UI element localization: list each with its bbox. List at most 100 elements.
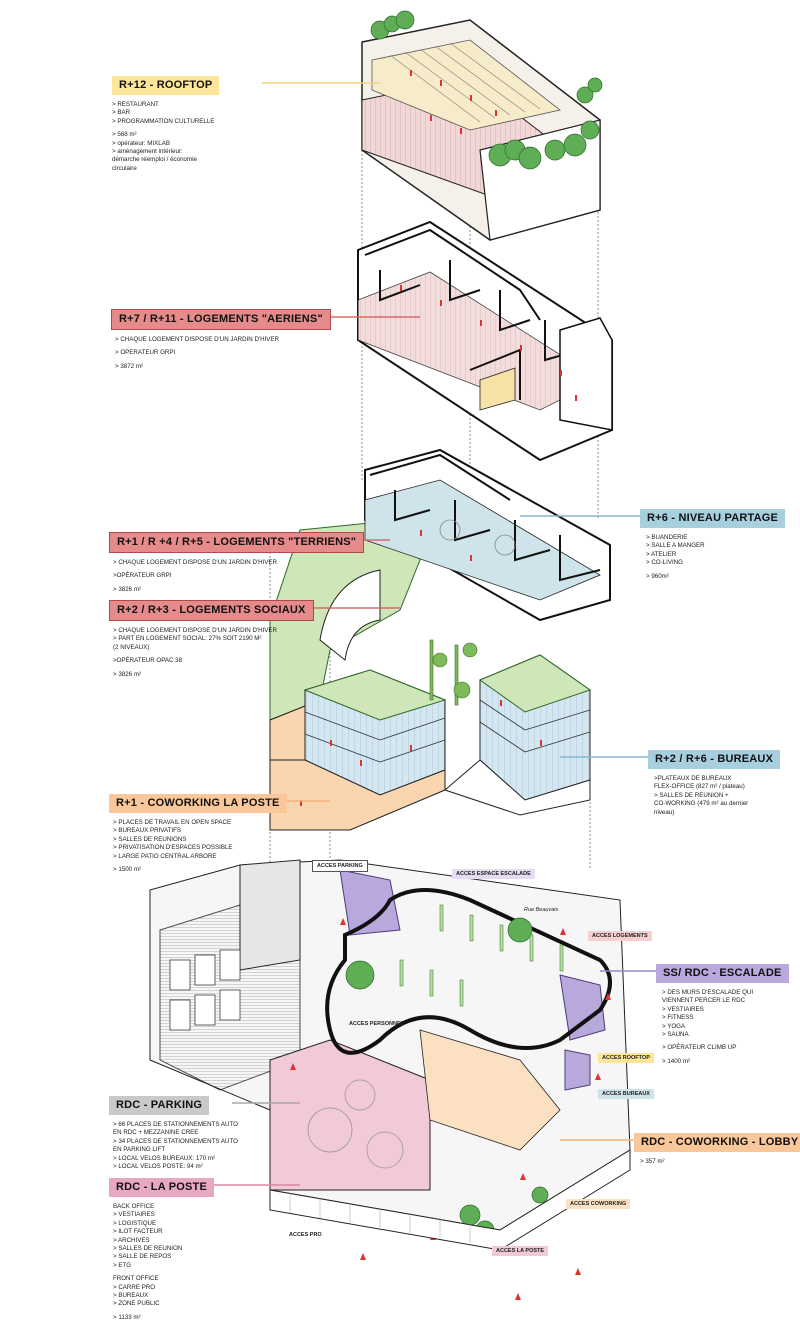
detail-line: > BUREAUX PRIVATIFS [113, 827, 182, 835]
detail-line: > SALLE DE REPOS [113, 1253, 172, 1261]
detail-line: > SAUNA [662, 1031, 689, 1039]
detail-line: > 3826 m² [113, 670, 142, 678]
ground-floor-plan [149, 859, 631, 1300]
label-acces-escalade: ACCES ESPACE ESCALADE [452, 869, 535, 879]
detail-line: VIENNENT PERCER LE RDC [662, 997, 746, 1005]
detail-line: > OPERATEUR GRPI [115, 349, 176, 357]
bureaux-title: R+2 / R+6 - BUREAUX [648, 750, 781, 769]
detail-line: > YOGA [662, 1022, 686, 1030]
detail-line: > LOGISTIQUE [113, 1219, 157, 1227]
detail-line: > RESTAURANT [112, 101, 159, 108]
coworking-lobby-title: RDC - COWORKING - LOBBY [634, 1133, 800, 1152]
label-acces-bureaux: ACCES BUREAUX [598, 1089, 654, 1099]
coworking-poste-block: R+1 - COWORKING LA POSTE > PLACES DE TRA… [109, 793, 287, 874]
detail-line: > LOCAL VELOS BUREAUX: 170 m² [113, 1154, 216, 1162]
label-acces-logements: ACCES LOGEMENTS [588, 931, 652, 941]
mid-levels [269, 448, 611, 831]
detail-line: > 1400 m² [662, 1057, 691, 1065]
detail-line: > SALLE A MANGER [646, 542, 705, 550]
parking-block: RDC - PARKING > 66 PLACES DE STATIONNEME… [109, 1095, 238, 1171]
detail-line: > BUREAUX [113, 1292, 149, 1300]
niveau-partage-details: > BUANDERIE> SALLE A MANGER> ATELIER> CO… [646, 534, 785, 581]
niveau-partage-title: R+6 - NIVEAU PARTAGE [640, 509, 786, 528]
detail-line: > CARRE PRO [113, 1283, 156, 1291]
detail-line: > ILOT FACTEUR [113, 1228, 163, 1236]
coworking-poste-title: R+1 - COWORKING LA POSTE [109, 794, 287, 813]
label-acces-pro: ACCES PRO [289, 1232, 322, 1238]
logements-aeriens-details: > CHAQUE LOGEMENT DISPOSE D'UN JARDIN D'… [115, 336, 331, 371]
logements-sociaux-title: R+2 / R+3 - LOGEMENTS SOCIAUX [109, 600, 314, 621]
rooftop-level [361, 10, 603, 241]
logements-terriens-title: R+1 / R +4 / R+5 - LOGEMENTS "TERRIENS" [109, 532, 365, 553]
detail-line: > PROGRAMMATION CULTURELLE [112, 117, 215, 125]
detail-line: > opérateur: MIXLAB [112, 139, 170, 147]
label-rue: Rue Beauvais [524, 907, 559, 913]
rooftop-title: R+12 - ROOFTOP [112, 76, 220, 95]
detail-line: > CHAQUE LOGEMENT DISPOSE D'UN JARDIN D'… [113, 559, 278, 566]
detail-line: > CHAQUE LOGEMENT DISPOSE D'UN JARDIN D'… [113, 627, 278, 634]
detail-line: > ATELIER [646, 550, 677, 558]
detail-line: > FITNESS [662, 1014, 694, 1022]
logements-aeriens-level [357, 220, 613, 462]
parking-title: RDC - PARKING [109, 1096, 210, 1115]
detail-line: > 66 PLACES DE STATIONNEMENTS AUTO [113, 1121, 238, 1128]
detail-line: > VESTIAIRES [662, 1005, 704, 1013]
detail-line: > 1133 m² [113, 1313, 141, 1321]
detail-line: démarche réemploi / économie [112, 156, 197, 164]
detail-line: > OPÉRATEUR CLIMB UP [662, 1044, 737, 1052]
detail-line: > 3872 m² [115, 362, 144, 370]
detail-line: (2 NIVEAUX) [113, 643, 150, 651]
detail-line: > BAR [112, 109, 131, 117]
logements-sociaux-block: R+2 / R+3 - LOGEMENTS SOCIAUX > CHAQUE L… [109, 600, 314, 679]
detail-line: >PLATEAUX DE BUREAUX [654, 775, 732, 782]
detail-line: >OPÉRATEUR OPAC 38 [113, 657, 183, 665]
label-acces-rooftop: ACCES ROOFTOP [598, 1053, 654, 1063]
detail-line: > 357 m² [640, 1158, 665, 1165]
detail-line: > 34 PLACES DE STATIONNEMENTS AUTO [113, 1137, 238, 1145]
detail-line: > ETG [113, 1261, 132, 1269]
escalade-block: SS/ RDC - ESCALADE > DES MURS D'ESCALADE… [656, 963, 789, 1066]
logements-terriens-block: R+1 / R +4 / R+5 - LOGEMENTS "TERRIENS" … [109, 532, 365, 594]
detail-line: > DES MURS D'ESCALADE QUI [662, 989, 754, 996]
detail-line: EN PARKING LIFT [113, 1146, 166, 1154]
logements-aeriens-title: R+7 / R+11 - LOGEMENTS "AERIENS" [111, 309, 331, 330]
label-acces-coworking: ACCES COWORKING [566, 1199, 631, 1209]
detail-line: > PART EN LOGEMENT SOCIAL: 27% SOIT 2190… [113, 635, 262, 643]
la-poste-block: RDC - LA POSTE BACK OFFICE> VESTIAIRES> … [109, 1177, 215, 1322]
logements-sociaux-details: > CHAQUE LOGEMENT DISPOSE D'UN JARDIN D'… [113, 627, 314, 679]
detail-line: FLEX-OFFICE (827 m² / plateau) [654, 783, 745, 791]
detail-line: > 3826 m² [113, 585, 142, 593]
bureaux-block: R+2 / R+6 - BUREAUX >PLATEAUX DE BUREAUX… [648, 749, 781, 817]
detail-line: > CHAQUE LOGEMENT DISPOSE D'UN JARDIN D'… [115, 336, 280, 343]
label-acces-la-poste: ACCES LA POSTE [492, 1246, 549, 1256]
detail-line: > CO-LIVING [646, 559, 683, 567]
detail-line: > SALLES DE REUNIONS [113, 835, 187, 843]
detail-line: > PRIVATISATION D'ESPACES POSSIBLE [113, 844, 233, 852]
label-acces-parking: ACCES PARKING [312, 860, 368, 872]
detail-line: > SALLES DE REUNION + [654, 791, 729, 799]
detail-line: > BUANDERIE [646, 534, 688, 541]
detail-line: > 568 m² [112, 131, 137, 139]
detail-line: > LARGE PATIO CENTRAL ARBORE [113, 852, 217, 860]
detail-line: FRONT OFFICE [113, 1275, 159, 1283]
detail-line: >OPÉRATEUR GRPI [113, 572, 172, 580]
detail-line: niveau) [654, 808, 675, 816]
label-acces-personnel: ACCES PERSONNEL [349, 1021, 405, 1027]
detail-line: > LOCAL VELOS POSTE: 94 m² [113, 1163, 203, 1171]
rooftop-details: > RESTAURANT> BAR> PROGRAMMATION CULTURE… [112, 101, 219, 173]
detail-line: BACK OFFICE [113, 1203, 155, 1210]
detail-line: > PLACES DE TRAVAIL EN OPEN SPACE [113, 819, 232, 826]
niveau-partage-block: R+6 - NIVEAU PARTAGE > BUANDERIE> SALLE … [640, 508, 786, 581]
detail-line: CO-WORKING (479 m² au dernier [654, 800, 749, 808]
coworking-lobby-details: > 357 m² [640, 1158, 800, 1166]
logements-aeriens-block: R+7 / R+11 - LOGEMENTS "AERIENS" > CHAQU… [111, 309, 331, 371]
detail-line: EN RDC + MEZZANINE CREE [113, 1129, 199, 1137]
la-poste-details: BACK OFFICE> VESTIAIRES> LOGISTIQUE> ILO… [113, 1203, 214, 1322]
detail-line: > VESTIAIRES [113, 1211, 155, 1219]
detail-line: > ARCHIVES [113, 1236, 150, 1244]
detail-line: > ZONE PUBLIC [113, 1300, 160, 1308]
